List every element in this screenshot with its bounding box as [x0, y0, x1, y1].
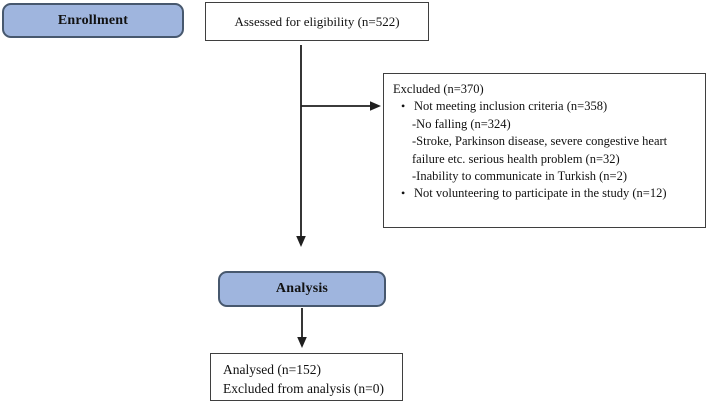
excluded-subitem: -Inability to communicate in Turkish (n=…	[412, 169, 628, 184]
excluded-item: • Not volunteering to participate in the…	[393, 185, 701, 202]
bullet-icon: •	[401, 99, 406, 114]
excluded-item: • Not meeting inclusion criteria (n=358)	[393, 98, 701, 115]
enrollment-stage-box: Enrollment	[2, 3, 184, 38]
excluded-box: Excluded (n=370) • Not meeting inclusion…	[383, 73, 706, 228]
excluded-subitem: -Stroke, Parkinson disease, severe conge…	[412, 134, 668, 166]
analysis-stage-label: Analysis	[275, 281, 329, 296]
bullet-icon: •	[401, 186, 406, 201]
excluded-title: Excluded (n=370)	[393, 82, 484, 96]
arrow-analysis-to-analysed	[297, 308, 307, 348]
analysed-line: Excluded from analysis (n=0)	[223, 381, 384, 396]
assessed-eligibility-box: Assessed for eligibility (n=522)	[205, 2, 429, 41]
excluded-item-text: Not volunteering to participate in the s…	[414, 186, 667, 201]
enrollment-stage-label: Enrollment	[57, 12, 129, 28]
arrow-to-excluded	[301, 101, 381, 111]
excluded-item-text: Not meeting inclusion criteria (n=358)	[414, 99, 608, 114]
analysis-stage-box: Analysis	[218, 271, 386, 307]
arrow-eligibility-to-analysis	[296, 45, 306, 247]
analysed-line: Analysed (n=152)	[223, 362, 321, 377]
assessed-eligibility-text: Assessed for eligibility (n=522)	[234, 13, 400, 29]
excluded-subitem: -No falling (n=324)	[412, 116, 511, 131]
analysed-box: Analysed (n=152) Excluded from analysis …	[210, 353, 403, 401]
